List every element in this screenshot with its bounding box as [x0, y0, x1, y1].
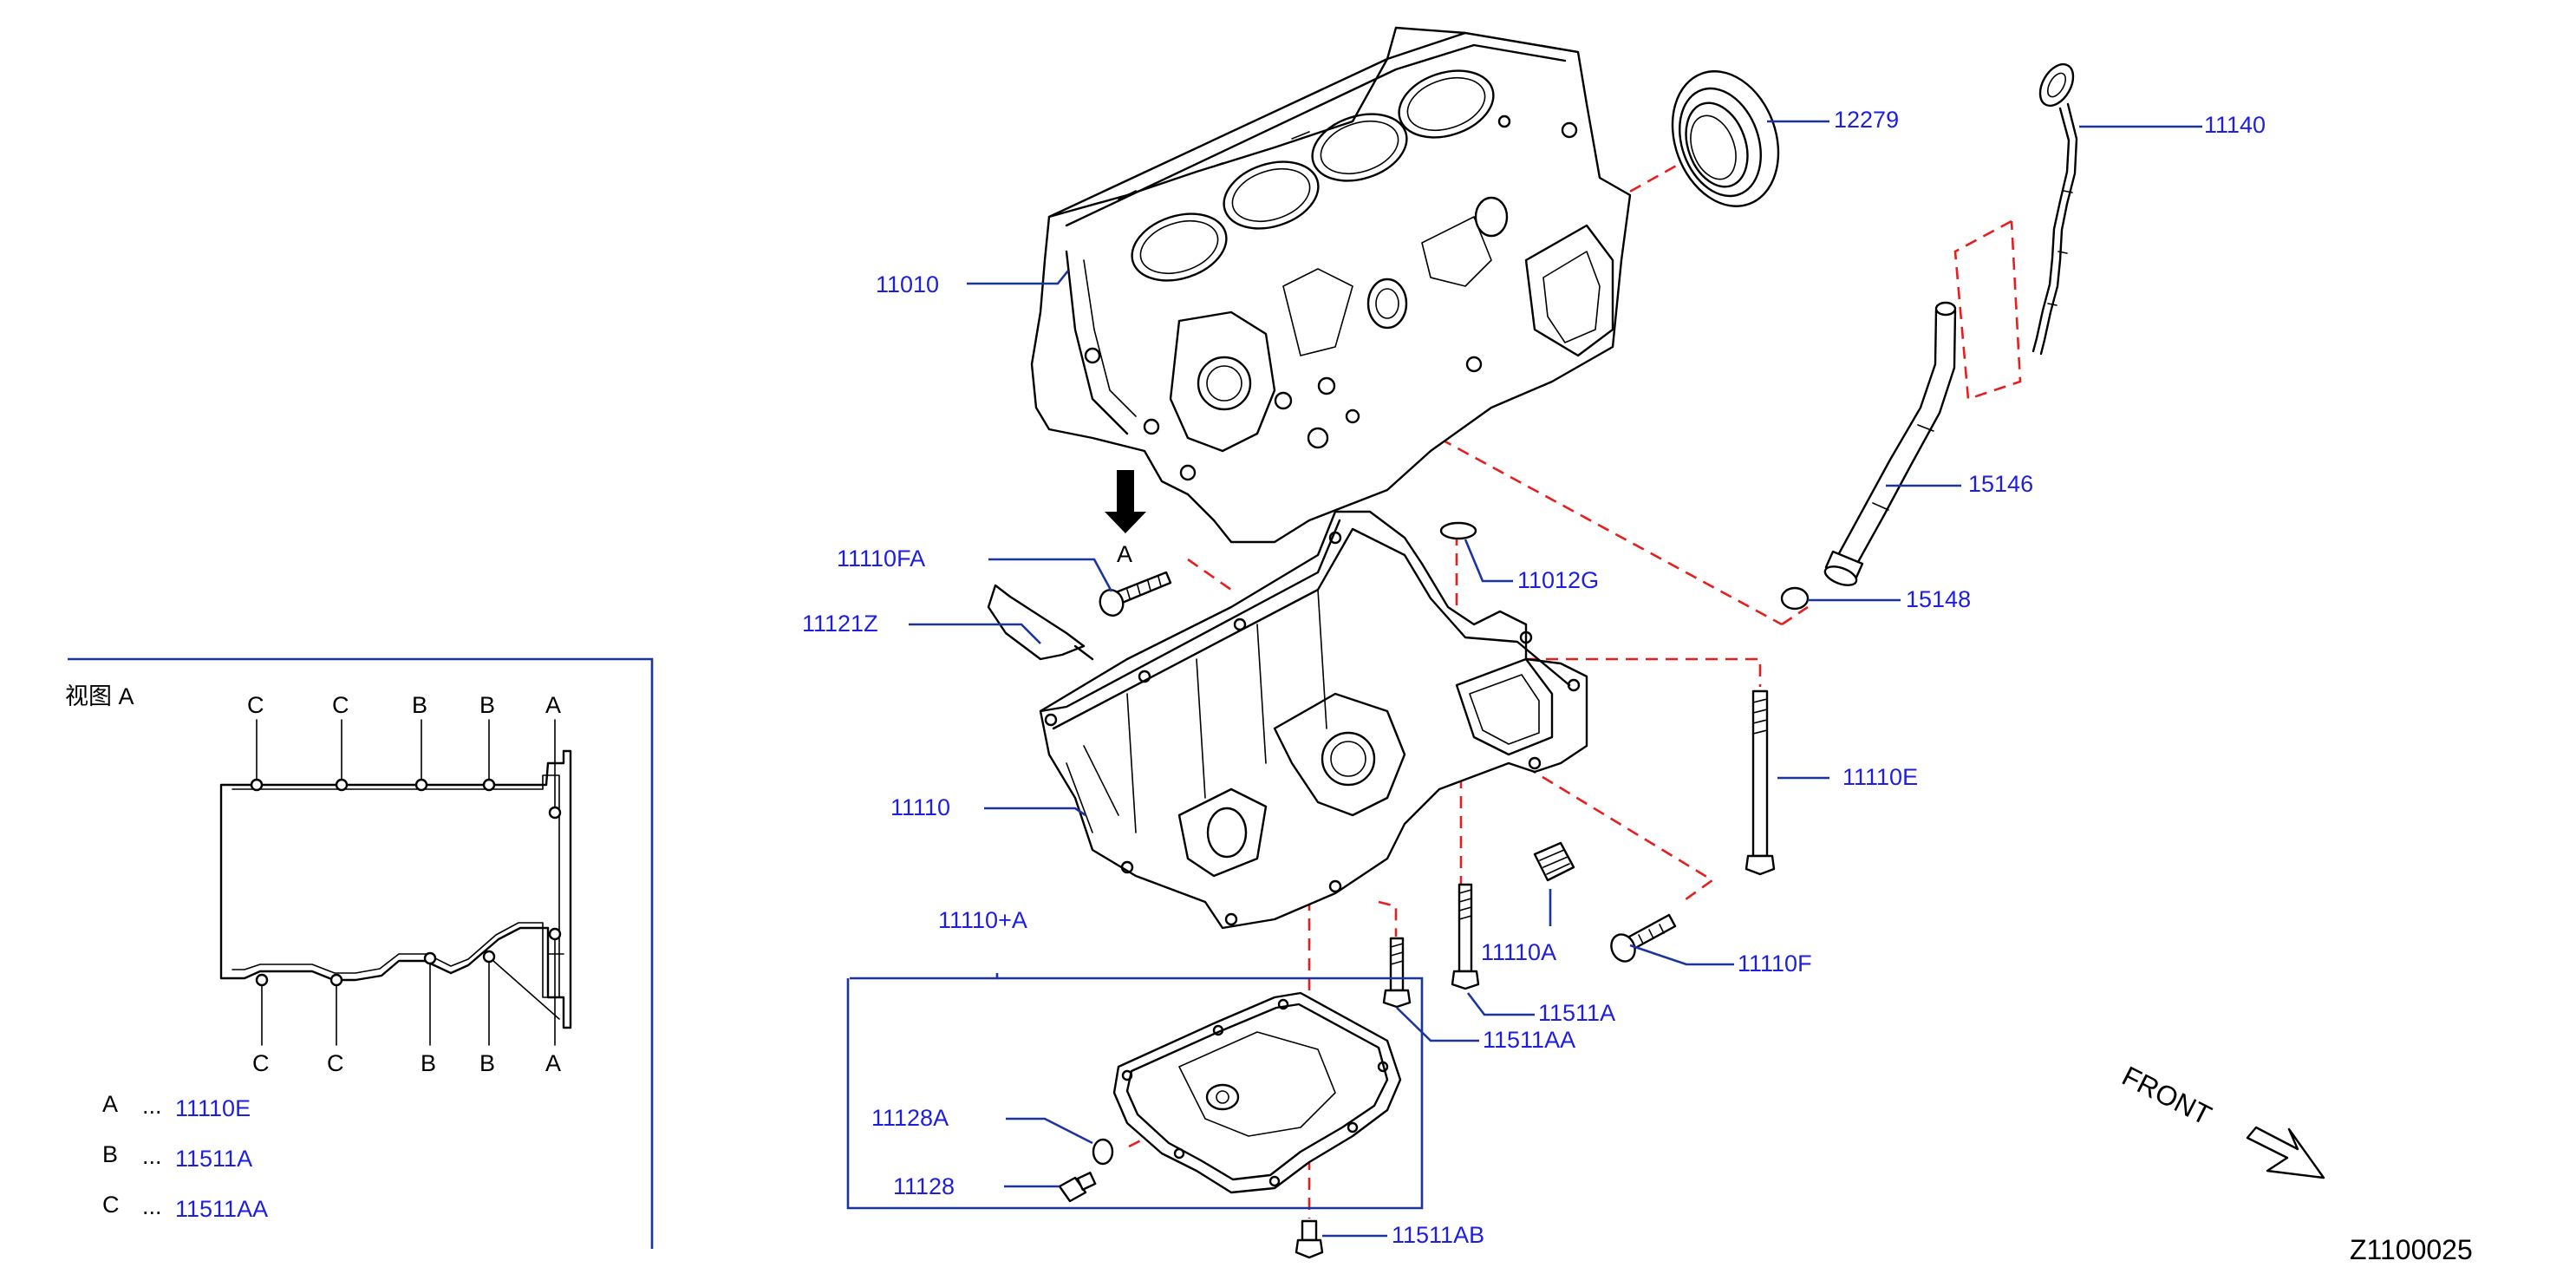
plug-11110a — [1533, 841, 1575, 882]
bolt-11110fa — [1099, 571, 1172, 617]
view-a-bottom-marker: C — [327, 1050, 344, 1076]
label-11140: 11140 — [2204, 112, 2266, 138]
o-ring — [1780, 586, 1810, 611]
drain-washer — [1092, 1138, 1114, 1166]
cylinder-block — [1030, 26, 1632, 544]
label-15146: 15146 — [1968, 471, 2033, 497]
label-11110-plus-a: 11110+A — [938, 907, 1027, 933]
legend-part: 11511A — [175, 1146, 252, 1172]
view-a-panel: 视图 A C C B B A C — [65, 657, 654, 1249]
bolt-11511aa — [1382, 937, 1412, 1009]
label-15148: 15148 — [1906, 586, 1971, 612]
label-11110: 11110 — [890, 794, 950, 820]
view-a-top-marker: A — [545, 692, 561, 718]
label-11121z: 11121Z — [802, 611, 878, 637]
oval-gasket — [1439, 521, 1477, 540]
bolt-11511ab — [1295, 1219, 1324, 1259]
view-a-top-marker: B — [479, 692, 495, 718]
long-bolt-11110e — [1745, 689, 1776, 876]
diagram-code: Z1100025 — [2350, 1234, 2473, 1265]
legend-key: B — [102, 1141, 118, 1167]
view-a-bottom-marker: B — [479, 1050, 495, 1076]
view-a-bottom-marker: B — [421, 1050, 436, 1076]
oil-pan-lower — [1112, 991, 1402, 1194]
label-11128a: 11128A — [871, 1105, 949, 1131]
legend-key: A — [102, 1091, 118, 1117]
label-11012g: 11012G — [1517, 567, 1599, 593]
gauge-guide-tube — [1823, 301, 1957, 586]
legend-part: 11511AA — [175, 1196, 268, 1222]
legend-dots: ... — [142, 1093, 162, 1119]
callout-leaders — [846, 120, 2202, 1238]
view-a-top-marker: C — [247, 692, 264, 718]
sealant-tube — [987, 584, 1094, 661]
oil-pan-upper — [1039, 510, 1588, 930]
legend-dots: ... — [142, 1193, 162, 1219]
view-direction-arrow: A — [1105, 470, 1146, 567]
view-a-top-marker: B — [412, 692, 427, 718]
front-label: FRONT — [2117, 1060, 2217, 1131]
view-arrow-label: A — [1117, 541, 1132, 567]
label-11511a: 11511A — [1538, 1000, 1615, 1026]
bolt-11110f — [1610, 913, 1677, 963]
oil-level-gauge — [2031, 62, 2078, 356]
view-a-top-marker: C — [332, 692, 349, 718]
legend-part: 11110E — [175, 1095, 251, 1121]
rear-oil-seal — [1671, 70, 1780, 207]
legend-dots: ... — [142, 1143, 162, 1169]
label-11511ab: 11511AB — [1392, 1222, 1484, 1248]
label-11110fa: 11110FA — [837, 546, 925, 572]
view-a-title: 视图 A — [65, 683, 134, 709]
legend-key: C — [102, 1192, 120, 1218]
label-11128: 11128 — [893, 1173, 955, 1199]
drain-plug — [1058, 1172, 1097, 1203]
front-indicator: FRONT — [2117, 1060, 2325, 1179]
label-11110a: 11110A — [1481, 939, 1556, 965]
label-12279: 12279 — [1834, 107, 1899, 133]
label-11511aa: 11511AA — [1483, 1027, 1575, 1053]
bolt-11511a — [1451, 883, 1480, 990]
label-11010: 11010 — [876, 271, 939, 297]
label-11110f: 11110F — [1738, 951, 1812, 977]
view-a-bottom-marker: A — [545, 1050, 561, 1076]
label-11110e: 11110E — [1842, 764, 1918, 790]
view-a-bottom-marker: C — [252, 1050, 270, 1076]
